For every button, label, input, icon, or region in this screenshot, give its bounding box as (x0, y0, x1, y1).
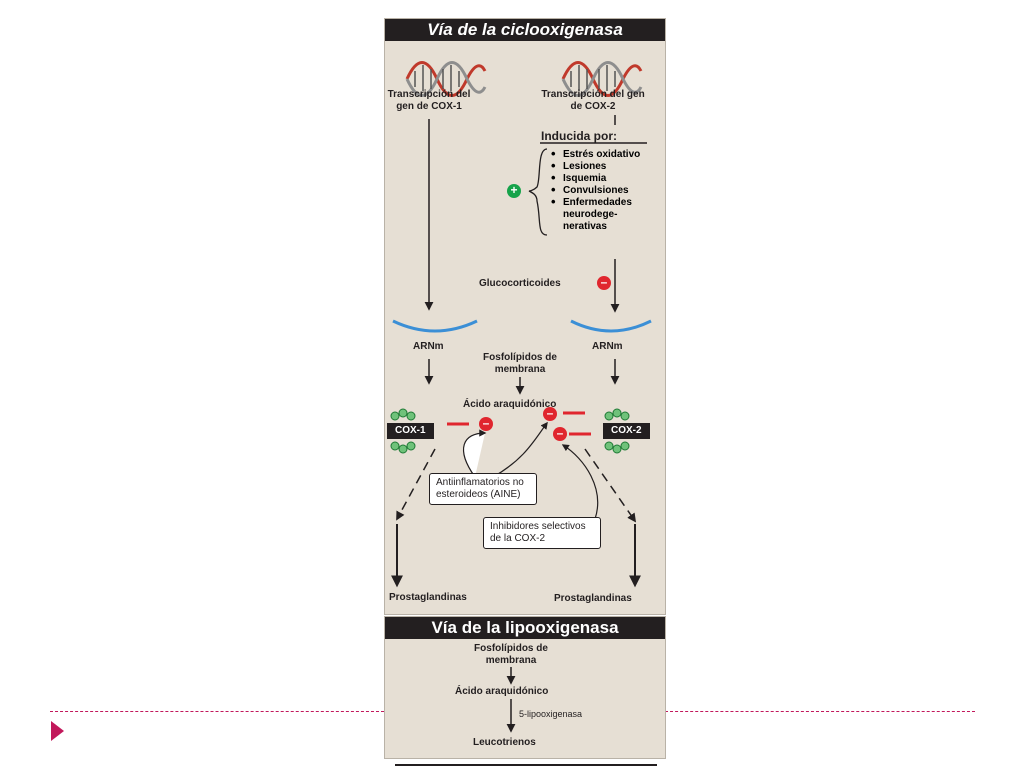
lipo-arachidonic-acid-label: Ácido araquidónico (455, 686, 549, 697)
induced-by-label: Inducida por: (541, 129, 617, 143)
cox2-enzyme-icon (604, 408, 630, 454)
lipoxygenase-title: Vía de la lipooxigenasa (385, 617, 665, 639)
cox1-badge: COX-1 (387, 423, 434, 439)
inducers-list: Estrés oxidativo Lesiones Isquemia Convu… (549, 148, 659, 233)
membrane-phospholipids-label: Fosfolípidos de membrana (483, 352, 557, 375)
cox2-inhibitors-callout: Inhibidores selectivos de la COX-2 (483, 517, 601, 549)
cyclooxygenase-panel: Vía de la ciclooxigenasa (384, 18, 666, 615)
lipoxygenase-enzyme-label: 5-lipooxigenasa (519, 709, 583, 719)
inducer-item: Enfermedades neurodege-nerativas (549, 196, 659, 233)
cox1-transcription-label: Transcripción del gen de COX-1 (387, 89, 471, 112)
dna-helix-cox1-icon (405, 61, 487, 97)
arachidonic-acid-label: Ácido araquidónico (463, 399, 557, 410)
prostaglandins-right-label: Prostaglandinas (554, 593, 632, 604)
prostaglandins-left-label: Prostaglandinas (389, 592, 467, 603)
mrna-left-label: ARNm (413, 341, 444, 352)
lipoxygenase-arrows (506, 667, 516, 733)
cox2-badge: COX-2 (603, 423, 650, 439)
lipoxygenase-panel: Vía de la lipooxigenasa Fosfolípidos de … (384, 616, 666, 759)
dna-helix-cox2-icon (561, 61, 643, 97)
inducer-item: Isquemia (549, 172, 659, 185)
cyclooxygenase-arrows (390, 61, 652, 588)
activation-plus-icon: + (507, 184, 521, 198)
nsaid-cox1-inhibition-icon: – (479, 417, 493, 431)
inducer-item: Convulsiones (549, 184, 659, 197)
bottom-rule (395, 764, 657, 766)
cox1-enzyme-icon (390, 408, 416, 454)
selective-cox2-inhibition-icon: – (553, 427, 567, 441)
glucocorticoid-inhibition-icon: – (597, 276, 611, 290)
slide-divider-right (665, 711, 975, 712)
slide-divider-left (50, 711, 384, 712)
glucocorticoids-label: Glucocorticoides (479, 278, 561, 289)
lipo-phospholipids-label: Fosfolípidos de membrana (474, 643, 548, 666)
mrna-right-label: ARNm (592, 341, 623, 352)
cox2-transcription-label: Transcripción del gen de COX-2 (541, 89, 645, 112)
nsaid-callout: Antiinflamatorios no esteroideos (AINE) (429, 473, 537, 505)
leukotrienes-label: Leucotrienos (473, 737, 536, 748)
cyclooxygenase-title: Vía de la ciclooxigenasa (385, 19, 665, 41)
inducer-item: Lesiones (549, 160, 659, 173)
slide-bullet-triangle-icon (51, 721, 64, 741)
nsaid-cox2-inhibition-icon: – (543, 407, 557, 421)
inducer-item: Estrés oxidativo (549, 148, 659, 161)
